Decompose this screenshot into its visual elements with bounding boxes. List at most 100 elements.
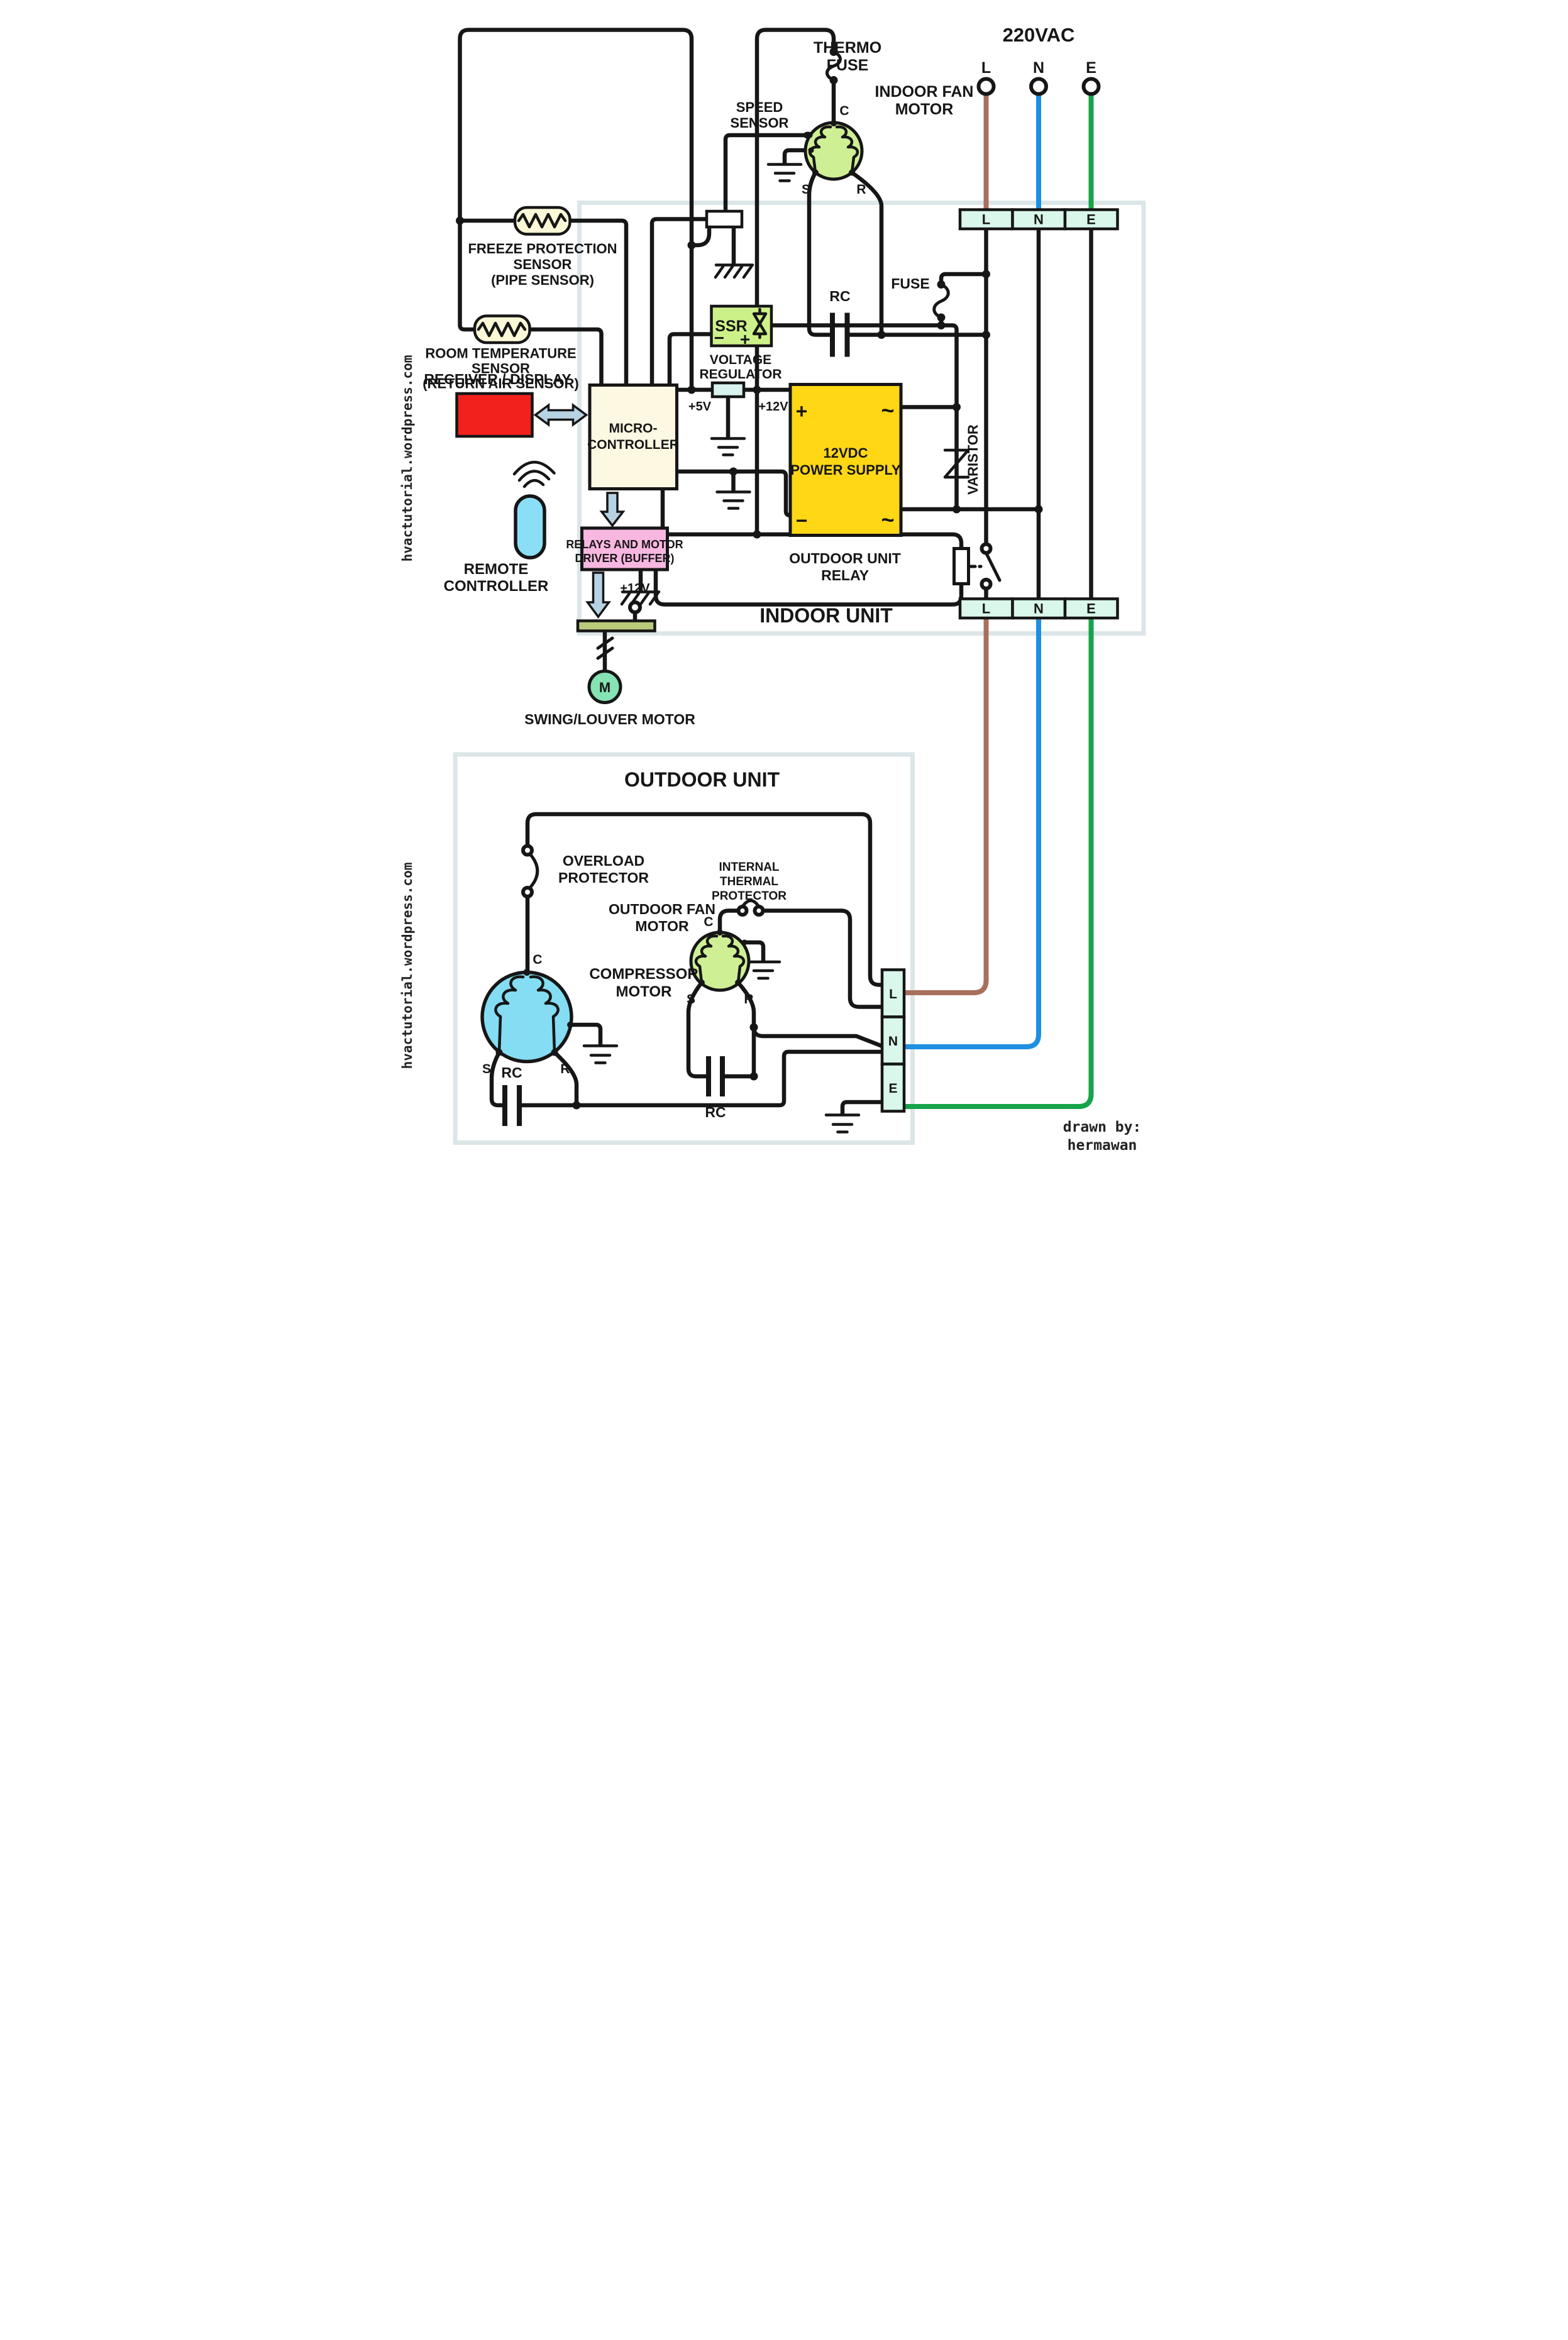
- fan-terminal-c: C: [839, 104, 849, 118]
- credit-line-1: drawn by:: [1063, 1119, 1141, 1135]
- junction-dot: [937, 280, 945, 289]
- neutral-wire-interunit: [903, 618, 1041, 1049]
- fuse-label: FUSE: [891, 275, 929, 292]
- remote-body: [513, 494, 546, 560]
- wiring-diagram-page: L N E L N E L N E 220VAC L N E THERMO FU…: [392, 0, 1176, 1170]
- compressor-label-2: MOTOR: [616, 983, 671, 1000]
- bidirectional-arrow-icon: [533, 403, 588, 427]
- outdoor-strip: L N E: [880, 968, 905, 1113]
- coil-left: [694, 934, 718, 985]
- room-temperature-sensor: ROOM TEMPERATURE SENSOR (RETURN AIR SENS…: [422, 314, 579, 392]
- outdoor-fan-motor: C S R OUTDOOR FAN MOTOR: [609, 901, 754, 1007]
- itp-label-2: THERMAL: [720, 875, 778, 888]
- freeze-label-1: FREEZE PROTECTION: [468, 241, 617, 257]
- thermistor-body: [513, 206, 571, 236]
- indoor-rc: RC: [829, 288, 850, 357]
- junction-dot: [829, 76, 837, 84]
- speed-sensor-label-2: SENSOR: [730, 115, 788, 131]
- relay-coil: [952, 547, 970, 585]
- compressor-r-wire: [552, 1050, 578, 1108]
- earth-wire-interunit: [903, 618, 1093, 1109]
- junction-dot: [753, 385, 761, 394]
- live-bus: [769, 323, 959, 409]
- junction-dot: [1034, 505, 1042, 514]
- capacitor-plate: [829, 312, 835, 357]
- speed-sensor-tap-dot: [803, 131, 812, 139]
- mains-fuse: FUSE: [891, 275, 950, 322]
- thermistor-body: [473, 314, 531, 345]
- outdoor-fan-label-1: OUTDOOR FAN: [609, 901, 715, 917]
- watermark-top: hvactutorial.wordpress.com: [400, 355, 415, 562]
- psu-ac2: ~: [881, 507, 894, 533]
- overload-label-1: OVERLOAD: [562, 853, 644, 869]
- terminal-cell-N: [1010, 208, 1066, 231]
- relays-label-2: DRIVER (BUFFER): [575, 552, 674, 565]
- junction-dot: [981, 270, 990, 279]
- swing-louver-motor: +12V M SWING/LOUVER MOTOR: [524, 582, 695, 727]
- room-label-3: (RETURN AIR SENSOR): [422, 376, 579, 392]
- terminal-r: R: [744, 992, 753, 1007]
- capacitor-plate: [516, 1085, 522, 1126]
- outdoor-wiring: [489, 812, 884, 1116]
- junction-dot: [952, 505, 961, 514]
- varistor-symbol: [943, 448, 969, 479]
- micro-psu-wire: [674, 469, 792, 518]
- junction-dot: [572, 1101, 580, 1110]
- fan-r-wire: [849, 170, 883, 337]
- coil-right: [721, 934, 745, 985]
- relay-switch-blade: [984, 551, 1001, 582]
- junction-dots: [455, 216, 1042, 1110]
- vreg-label-1: VOLTAGE: [709, 353, 771, 367]
- terminal-s: S: [686, 992, 695, 1007]
- indoor-strip-top: L N E: [958, 208, 1119, 231]
- junction-dot: [981, 331, 990, 339]
- itp-contact-left: [736, 905, 748, 917]
- receiver-display: RECEIVER / DISPLAY: [424, 371, 588, 438]
- strip-bottom-n: N: [1034, 601, 1044, 617]
- relays-driver: RELAYS AND MOTOR DRIVER (BUFFER): [566, 526, 683, 571]
- relay-contact-bottom: [980, 578, 992, 590]
- junction-dot: [937, 321, 945, 329]
- relays-body: [580, 526, 669, 571]
- c-dot: [716, 929, 723, 935]
- psu-minus: −: [795, 509, 807, 532]
- mains-supply: 220VAC L N E: [976, 24, 1100, 96]
- outdoor-strip-e: E: [888, 1081, 897, 1096]
- thermo-fuse-symbol: [825, 50, 842, 82]
- remote-controller: REMOTE CONTROLLER: [443, 460, 556, 595]
- fan-itp-to-L: [717, 908, 884, 1009]
- ground-symbols: [582, 163, 860, 1134]
- itp-label-1: INTERNAL: [719, 861, 779, 874]
- junction-dot: [753, 530, 761, 539]
- terminal-r: R: [560, 1062, 570, 1076]
- split-ac-wiring-diagram: L N E L N E L N E 220VAC L N E THERMO FU…: [400, 24, 1146, 1154]
- relays-label-1: RELAYS AND MOTOR: [566, 538, 683, 551]
- overload-arc: [527, 852, 539, 890]
- outdoor-fan-r-wire: [736, 980, 756, 1079]
- r-dot: [551, 1049, 558, 1056]
- fan-ground-dot: [808, 147, 814, 153]
- down-arrow-icon: [585, 571, 611, 619]
- ground-icon: [715, 490, 751, 510]
- receiver-box: [455, 392, 534, 438]
- junction-dot: [749, 1023, 758, 1032]
- compressor-s-wire: [489, 1050, 504, 1108]
- strip-bottom-l: L: [981, 601, 990, 617]
- credit-line-2: hermawan: [1067, 1137, 1137, 1154]
- s-dot: [698, 980, 705, 986]
- watermark-bottom: hvactutorial.wordpress.com: [400, 863, 415, 1069]
- compressor-rc-to-N: [519, 1049, 884, 1108]
- room-label-2: SENSOR: [472, 361, 530, 377]
- rc-label: RC: [501, 1064, 522, 1081]
- compressor-motor: C S R COMPRESSOR MOTOR: [480, 952, 698, 1076]
- psu-label-2: POWER SUPPLY: [790, 462, 901, 478]
- swing-cable-slashes: [596, 636, 614, 660]
- swing-connector-bar: [576, 619, 656, 632]
- rc-label: RC: [829, 288, 850, 304]
- capacitor-plate: [502, 1085, 507, 1126]
- ground-dot: [566, 1022, 573, 1028]
- outdoor-unit-box: [453, 752, 915, 1145]
- micro-label-1: MICRO-: [609, 421, 657, 436]
- psu-body: [788, 383, 902, 537]
- junction-dot: [937, 313, 945, 322]
